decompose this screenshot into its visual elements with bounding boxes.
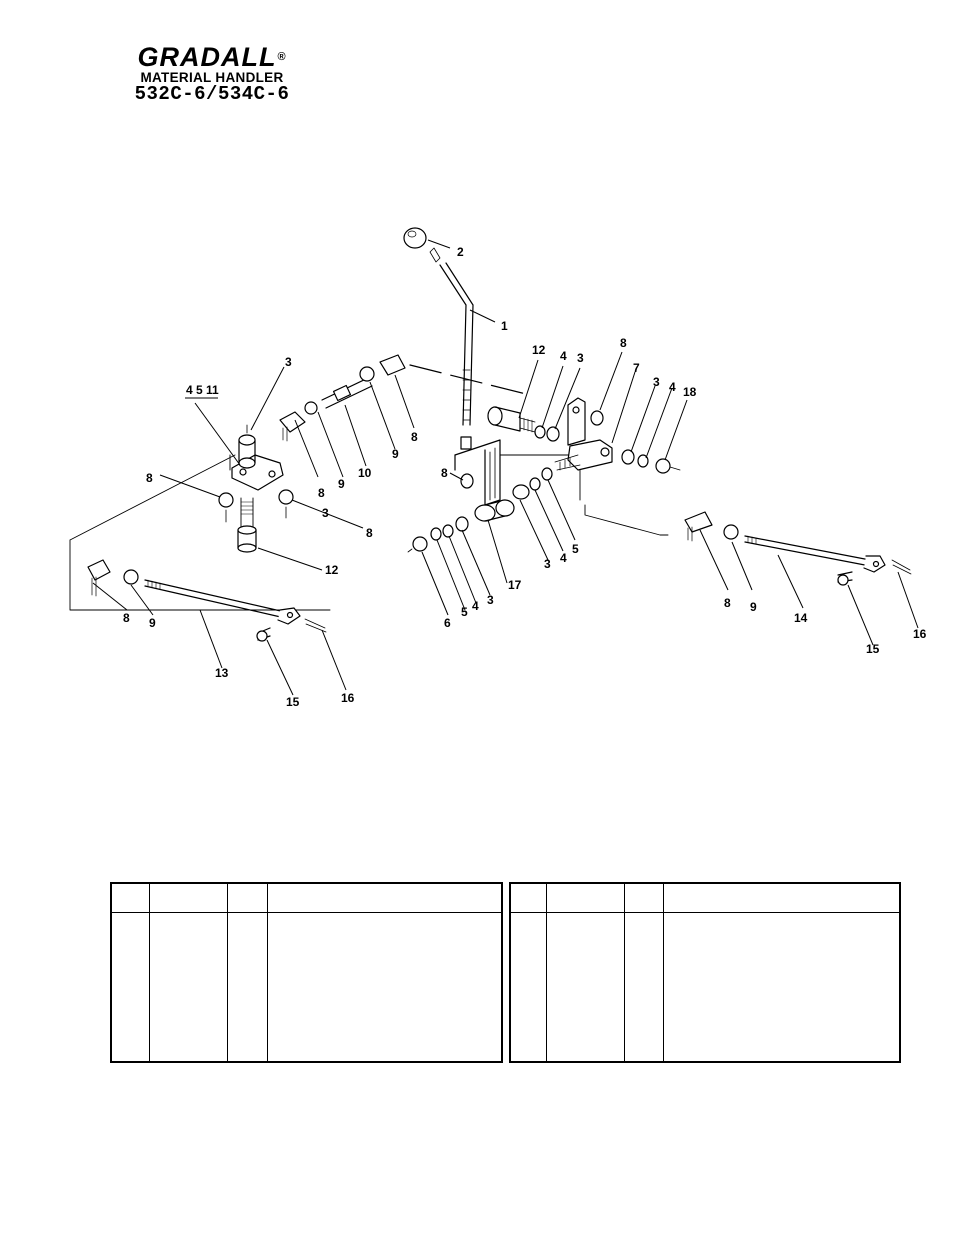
callout-12: 12: [325, 563, 339, 577]
brand-name: GRADALL: [137, 42, 277, 72]
registered-mark: ®: [277, 51, 287, 63]
table-cell: [546, 912, 625, 1062]
callout-1: 1: [501, 319, 508, 333]
table-cell: [624, 912, 664, 1062]
callout-5: 5: [572, 542, 579, 556]
callout-17: 17: [508, 578, 522, 592]
callout-9: 9: [149, 616, 156, 630]
callout-7: 7: [633, 361, 640, 375]
table-header-cell: [149, 883, 228, 913]
table-header-cell: [510, 883, 547, 913]
left-rod: [87, 559, 327, 642]
callout-8: 8: [123, 611, 130, 625]
callout-3: 3: [487, 593, 494, 607]
callout-9: 9: [338, 477, 345, 491]
table-cell: [663, 912, 900, 1062]
callout-14: 14: [794, 611, 808, 625]
callout-4: 4: [669, 380, 676, 394]
callout-15: 15: [286, 695, 300, 709]
callout-5: 5: [461, 605, 468, 619]
callout-3: 3: [544, 557, 551, 571]
callout-group-4-5-11: 4 5 11: [186, 383, 219, 397]
callout-8: 8: [441, 466, 448, 480]
table-cell: [111, 913, 150, 1063]
table-cell: [267, 912, 502, 1062]
callout-8: 8: [724, 596, 731, 610]
knob: [403, 227, 427, 249]
upper-linkage: [279, 354, 406, 442]
table-header-cell: [624, 883, 664, 913]
upper-right-bracket: [554, 397, 613, 471]
table-header-cell: [267, 883, 502, 913]
brand-logo: GRADALL®: [112, 42, 312, 72]
parts-table-left: [110, 882, 503, 1063]
callout-8: 8: [620, 336, 627, 350]
callout-16: 16: [341, 691, 355, 705]
callout-4: 4: [560, 349, 567, 363]
callout-3: 3: [653, 375, 660, 389]
table-header-row: [510, 883, 900, 913]
left-bracket: [231, 424, 284, 491]
brand-header: GRADALL® MATERIAL HANDLER 532C-6/534C-6: [112, 42, 312, 105]
callout-4: 4: [560, 551, 567, 565]
callout-10: 10: [358, 466, 372, 480]
table-header-cell: [111, 883, 150, 913]
table-row: [111, 912, 502, 1063]
table-header-cell: [546, 883, 625, 913]
callout-8: 8: [411, 430, 418, 444]
callout-9: 9: [392, 447, 399, 461]
callout-12: 12: [532, 343, 546, 357]
callout-13: 13: [215, 666, 229, 680]
shift-lever: [429, 247, 474, 426]
callout-9: 9: [750, 600, 757, 614]
bolt-lower-left: [237, 497, 257, 553]
brand-subtitle: MATERIAL HANDLER: [140, 70, 284, 85]
callout-6: 6: [444, 616, 451, 630]
right-rod: [684, 511, 912, 586]
parts-table-right: [509, 882, 901, 1063]
table-row: [510, 912, 900, 1063]
center-lower-stack: [407, 467, 553, 553]
table-header-cell: [227, 883, 268, 913]
callout-8: 8: [146, 471, 153, 485]
bolt-upper: [487, 406, 536, 433]
table-cell: [227, 912, 268, 1062]
callout-16: 16: [913, 627, 927, 641]
callout-8: 8: [318, 486, 325, 500]
callout-3: 3: [285, 355, 292, 369]
table-header-cell: [663, 883, 900, 913]
callout-18: 18: [683, 385, 697, 399]
table-cell: [149, 912, 228, 1062]
callout-3: 3: [322, 506, 329, 520]
table-cell: [510, 913, 547, 1063]
brand-model: 532C-6/534C-6: [134, 83, 290, 105]
callout-2: 2: [457, 245, 464, 259]
callout-4: 4: [472, 599, 479, 613]
callout-3: 3: [577, 351, 584, 365]
table-header-row: [111, 883, 502, 913]
callout-8: 8: [366, 526, 373, 540]
callout-15: 15: [866, 642, 880, 656]
